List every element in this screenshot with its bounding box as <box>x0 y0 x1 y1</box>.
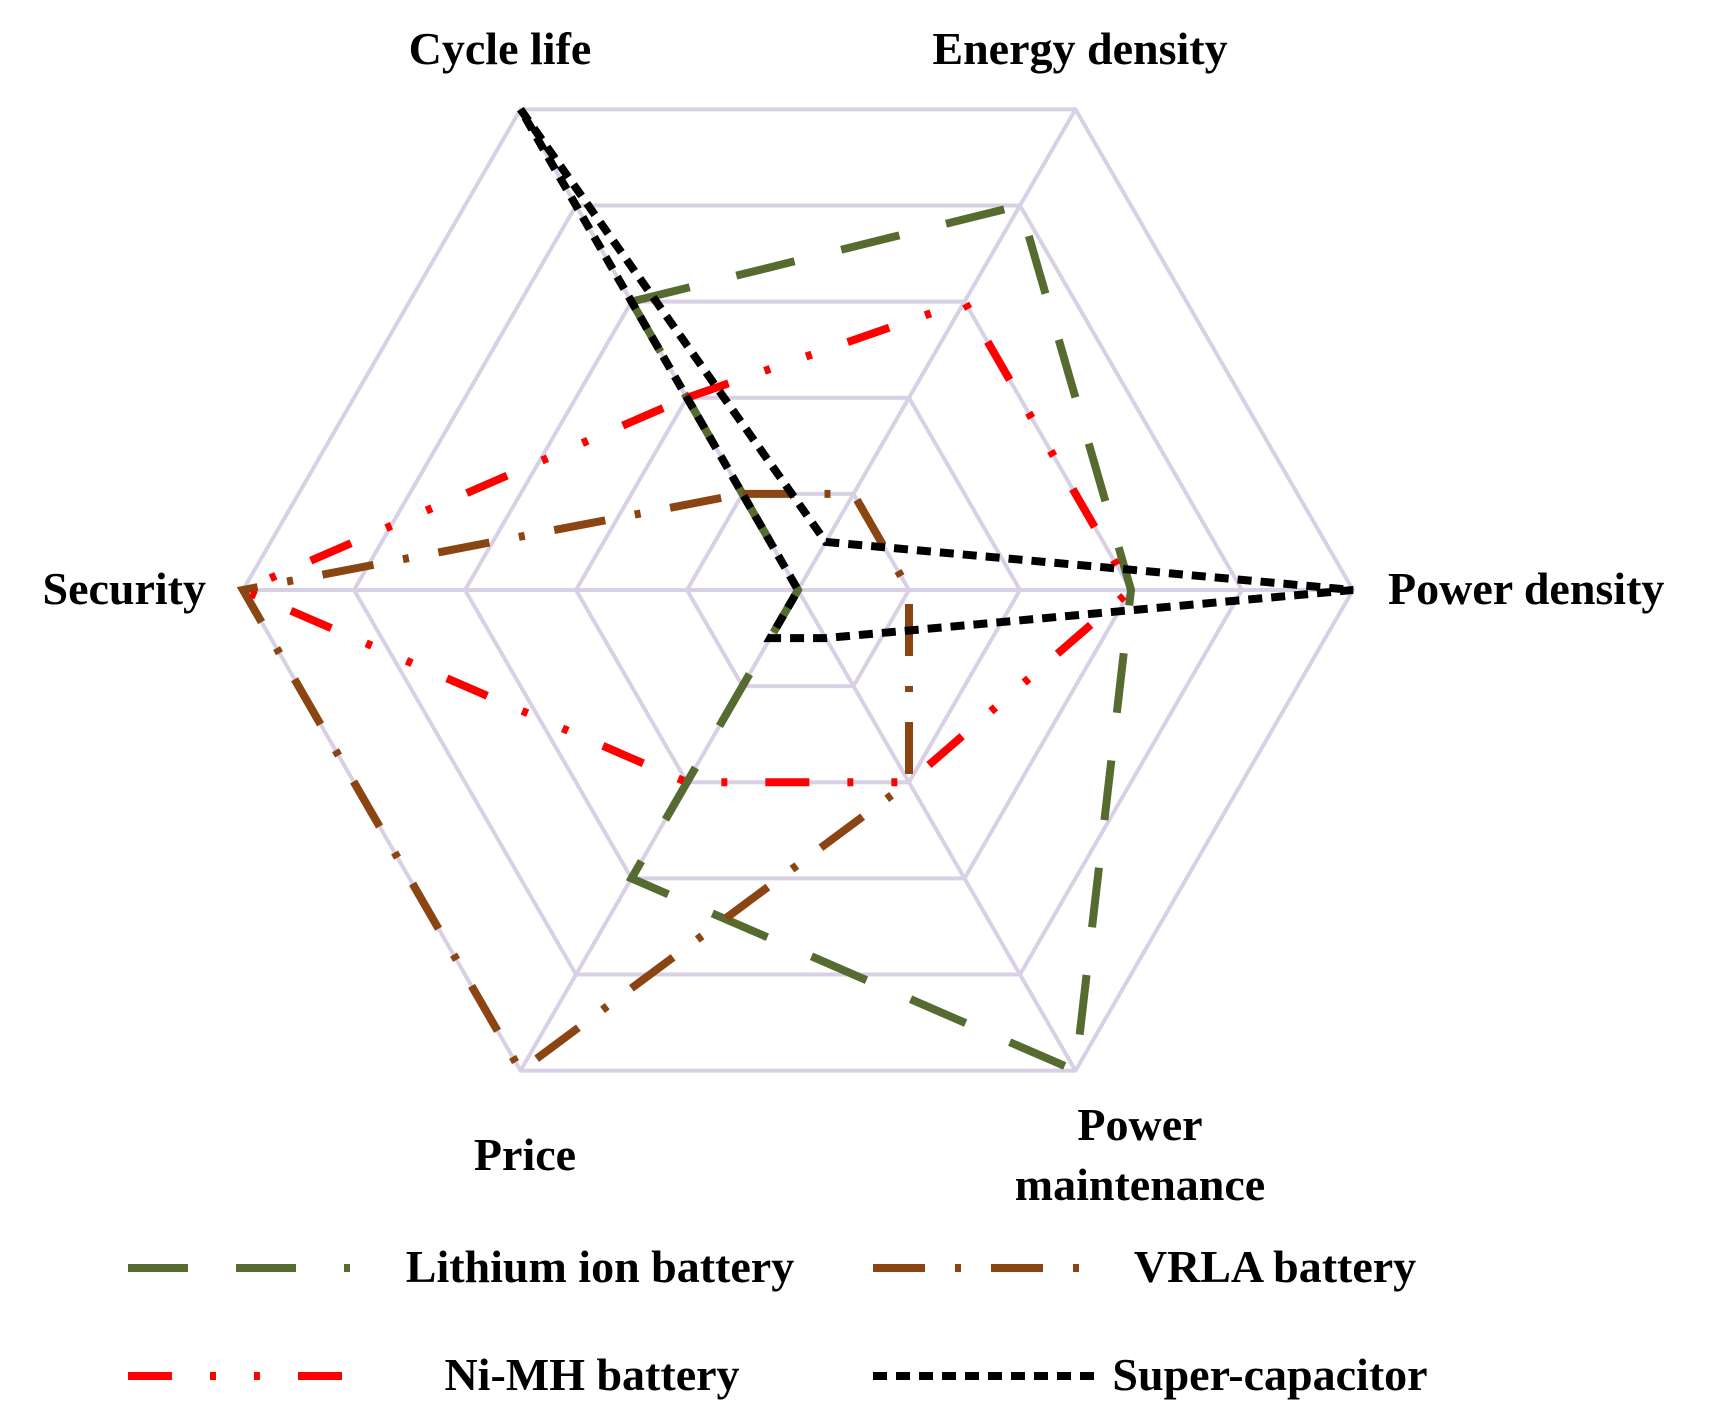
axis-label-price: Price <box>474 1129 576 1180</box>
series-vrla-battery <box>236 489 913 1077</box>
grid-spoke-price <box>518 588 800 1072</box>
series-super-capacitor <box>517 107 1354 643</box>
legend-label-super-capacitor: Super-capacitor <box>1112 1349 1427 1400</box>
series-layer <box>232 107 1354 1077</box>
axis-label-security: Security <box>42 563 206 614</box>
legend-label-ni-mh-battery: Ni-MH battery <box>444 1349 739 1400</box>
grid-spoke-power-maintenance <box>796 588 1078 1072</box>
legend-label-vrla-battery: VRLA battery <box>1134 1241 1416 1292</box>
legend-label-lithium-ion-battery: Lithium ion battery <box>406 1241 794 1292</box>
series-ni-mh-battery <box>232 296 1137 787</box>
axis-label-power-density: Power density <box>1388 563 1664 614</box>
axis-label-energy-density: Energy density <box>932 23 1227 74</box>
grid-spoke-energy-density <box>796 108 1078 592</box>
series-lithium-ion-battery <box>625 200 1136 1077</box>
axis-label-cycle-life: Cycle life <box>409 23 592 74</box>
